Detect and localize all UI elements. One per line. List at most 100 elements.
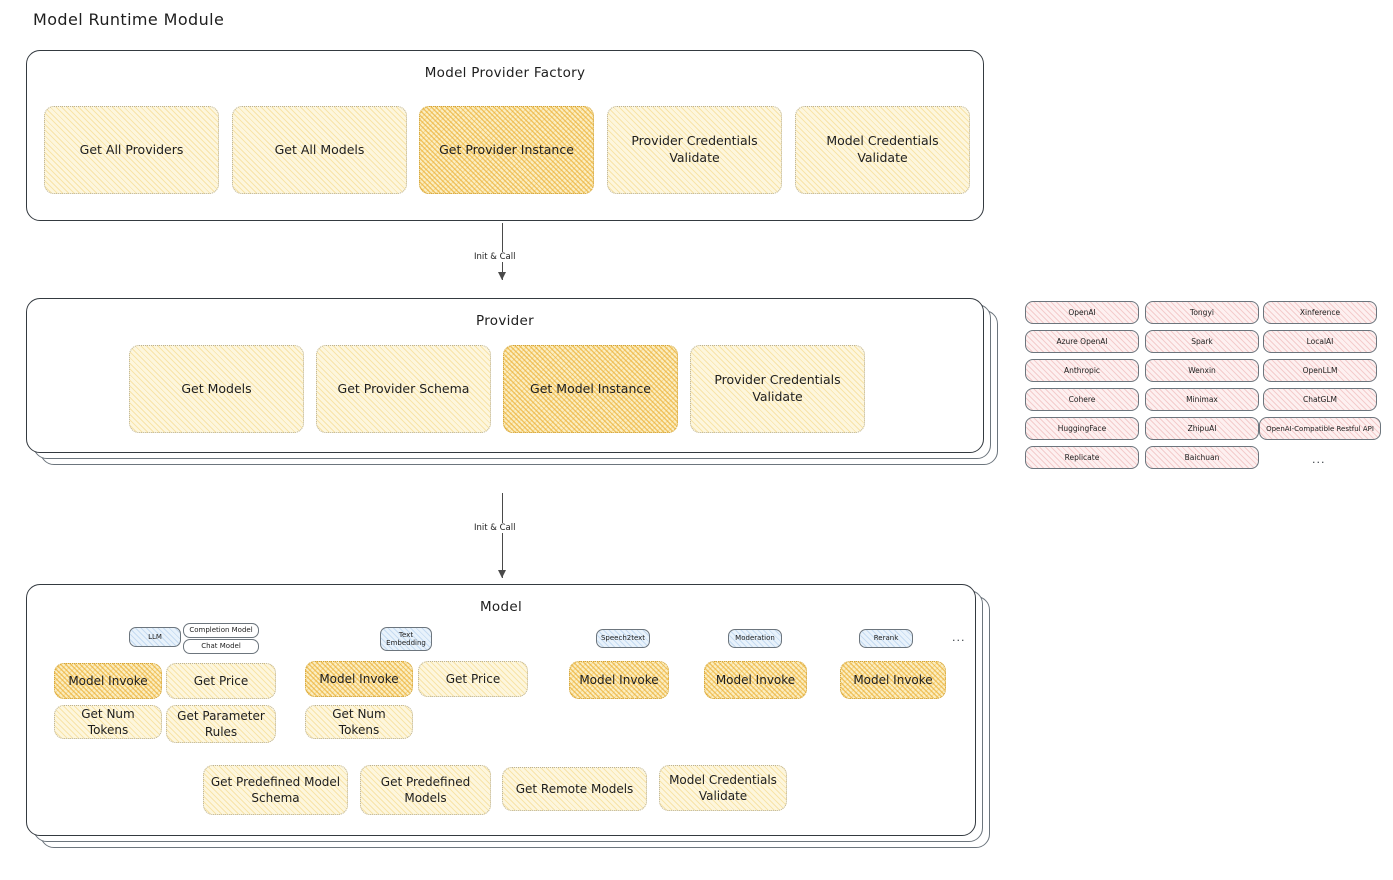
provider-tag-chatglm[interactable]: ChatGLM (1263, 388, 1377, 411)
model-common-op-get-predefined-models[interactable]: Get Predefined Models (360, 765, 491, 815)
llm-op-get-price[interactable]: Get Price (166, 663, 276, 699)
op-label: Model Credentials Validate (669, 772, 777, 803)
provider-tag-label: Minimax (1186, 395, 1218, 404)
op-label: Get Predefined Models (380, 774, 471, 805)
model-type-badge-label: Rerank (873, 634, 899, 643)
provider-tag-anthropic[interactable]: Anthropic (1025, 359, 1139, 382)
provider-node-label: Get Model Instance (530, 380, 651, 396)
speech2text-op-model-invoke[interactable]: Model Invoke (569, 661, 669, 699)
llm-op-get-num-tokens[interactable]: Get Num Tokens (54, 705, 162, 739)
op-label: Get Price (193, 673, 249, 688)
model-types-more-ellipsis: ... (952, 631, 966, 644)
factory-node-label: Get Provider Instance (439, 141, 574, 157)
provider-tag-label: OpenAI (1068, 308, 1096, 317)
model-type-badge-label: Moderation (735, 634, 775, 643)
provider-tag-label: Tongyi (1190, 308, 1214, 317)
provider-tag-azure-openai[interactable]: Azure OpenAI (1025, 330, 1139, 353)
page-title: Model Runtime Module (33, 10, 225, 29)
arrow-provider-to-model-label: Init & Call (470, 523, 520, 533)
provider-tag-label: Cohere (1068, 395, 1096, 404)
provider-tag-openllm[interactable]: OpenLLM (1263, 359, 1377, 382)
provider-node-provider-credentials-validate[interactable]: Provider Credentials Validate (690, 345, 865, 433)
factory-node-get-provider-instance[interactable]: Get Provider Instance (419, 106, 594, 194)
moderation-op-model-invoke[interactable]: Model Invoke (704, 661, 807, 699)
model-type-badge-llm[interactable]: LLM (129, 627, 181, 647)
model-common-op-model-credentials-validate[interactable]: Model Credentials Validate (659, 765, 787, 811)
op-label: Model Invoke (68, 673, 148, 688)
provider-node-label: Get Provider Schema (337, 380, 470, 396)
op-label: Model Invoke (853, 672, 933, 687)
op-label: Get Num Tokens (81, 706, 135, 737)
provider-tag-label: ZhipuAI (1187, 424, 1217, 433)
provider-tag-openai-compatible-restful-api[interactable]: OpenAI-Compatible Restful API (1259, 417, 1381, 440)
provider-tag-label: HuggingFace (1057, 424, 1107, 433)
factory-node-label: Model Credentials Validate (826, 133, 939, 165)
provider-tag-label: LocalAI (1306, 337, 1334, 346)
model-type-badge-text-embedding[interactable]: Text Embedding (380, 627, 432, 651)
text-embedding-op-model-invoke[interactable]: Model Invoke (305, 661, 413, 697)
op-label: Get Predefined Model Schema (210, 774, 341, 805)
provider-tag-label: Baichuan (1184, 453, 1220, 462)
provider-tag-tongyi[interactable]: Tongyi (1145, 301, 1259, 324)
arrow-factory-to-provider-line (502, 223, 504, 280)
op-label: Model Invoke (579, 672, 659, 687)
factory-node-label: Get All Providers (79, 141, 184, 157)
provider-tag-cohere[interactable]: Cohere (1025, 388, 1139, 411)
provider-tag-xinference[interactable]: Xinference (1263, 301, 1377, 324)
op-label: Model Invoke (715, 672, 796, 687)
model-subtype-badge-completion-model[interactable]: Completion Model (183, 623, 259, 638)
factory-node-label: Provider Credentials Validate (631, 133, 758, 165)
model-type-badge-moderation[interactable]: Moderation (728, 629, 782, 648)
provider-node-get-models[interactable]: Get Models (129, 345, 304, 433)
llm-op-model-invoke[interactable]: Model Invoke (54, 663, 162, 699)
model-type-badge-label: LLM (148, 632, 162, 641)
model-subtype-badge-label: Chat Model (201, 642, 241, 651)
arrow-provider-to-model-line (502, 493, 504, 578)
provider-tag-replicate[interactable]: Replicate (1025, 446, 1139, 469)
op-label: Get Remote Models (515, 781, 634, 796)
factory-node-label: Get All Models (274, 141, 365, 157)
provider-tag-label: ChatGLM (1303, 395, 1337, 404)
factory-node-get-all-models[interactable]: Get All Models (232, 106, 407, 194)
provider-tag-label: OpenLLM (1302, 366, 1338, 375)
op-label: Get Parameter Rules (177, 708, 265, 739)
model-type-badge-speech2text[interactable]: Speech2text (596, 629, 650, 648)
arrow-provider-to-model-head (498, 570, 506, 578)
rerank-op-model-invoke[interactable]: Model Invoke (840, 661, 946, 699)
llm-op-get-parameter-rules[interactable]: Get Parameter Rules (166, 705, 276, 743)
model-common-op-get-remote-models[interactable]: Get Remote Models (502, 767, 647, 811)
provider-tag-localai[interactable]: LocalAI (1263, 330, 1377, 353)
model-type-badge-rerank[interactable]: Rerank (859, 629, 913, 648)
provider-tag-label: Azure OpenAI (1056, 337, 1108, 346)
provider-tag-huggingface[interactable]: HuggingFace (1025, 417, 1139, 440)
provider-node-label: Provider Credentials Validate (714, 372, 841, 404)
op-label: Model Invoke (319, 671, 399, 686)
text-embedding-op-get-price[interactable]: Get Price (418, 661, 528, 697)
provider-node-get-model-instance[interactable]: Get Model Instance (503, 345, 678, 433)
factory-title: Model Provider Factory (424, 65, 586, 81)
provider-tag-wenxin[interactable]: Wenxin (1145, 359, 1259, 382)
provider-node-get-provider-schema[interactable]: Get Provider Schema (316, 345, 491, 433)
provider-tag-minimax[interactable]: Minimax (1145, 388, 1259, 411)
provider-tag-spark[interactable]: Spark (1145, 330, 1259, 353)
op-label: Get Num Tokens (332, 706, 386, 737)
provider-tag-label: Replicate (1064, 453, 1100, 462)
arrow-factory-to-provider-label: Init & Call (470, 252, 520, 262)
op-label: Get Price (445, 671, 501, 686)
model-type-badge-label: Text Embedding (386, 630, 426, 647)
model-common-op-get-predefined-model-schema[interactable]: Get Predefined Model Schema (203, 765, 348, 815)
model-subtype-badge-chat-model[interactable]: Chat Model (183, 639, 259, 654)
provider-tag-openai[interactable]: OpenAI (1025, 301, 1139, 324)
provider-tags-more-ellipsis: ... (1312, 453, 1326, 466)
provider-tag-label: Xinference (1299, 308, 1341, 317)
factory-node-provider-credentials-validate[interactable]: Provider Credentials Validate (607, 106, 782, 194)
model-title: Model (479, 599, 523, 615)
arrow-factory-to-provider-head (498, 272, 506, 280)
model-subtype-badge-label: Completion Model (189, 626, 253, 635)
text-embedding-op-get-num-tokens[interactable]: Get Num Tokens (305, 705, 413, 739)
provider-tag-zhipuai[interactable]: ZhipuAI (1145, 417, 1259, 440)
provider-tag-baichuan[interactable]: Baichuan (1145, 446, 1259, 469)
factory-node-get-all-providers[interactable]: Get All Providers (44, 106, 219, 194)
factory-node-model-credentials-validate[interactable]: Model Credentials Validate (795, 106, 970, 194)
